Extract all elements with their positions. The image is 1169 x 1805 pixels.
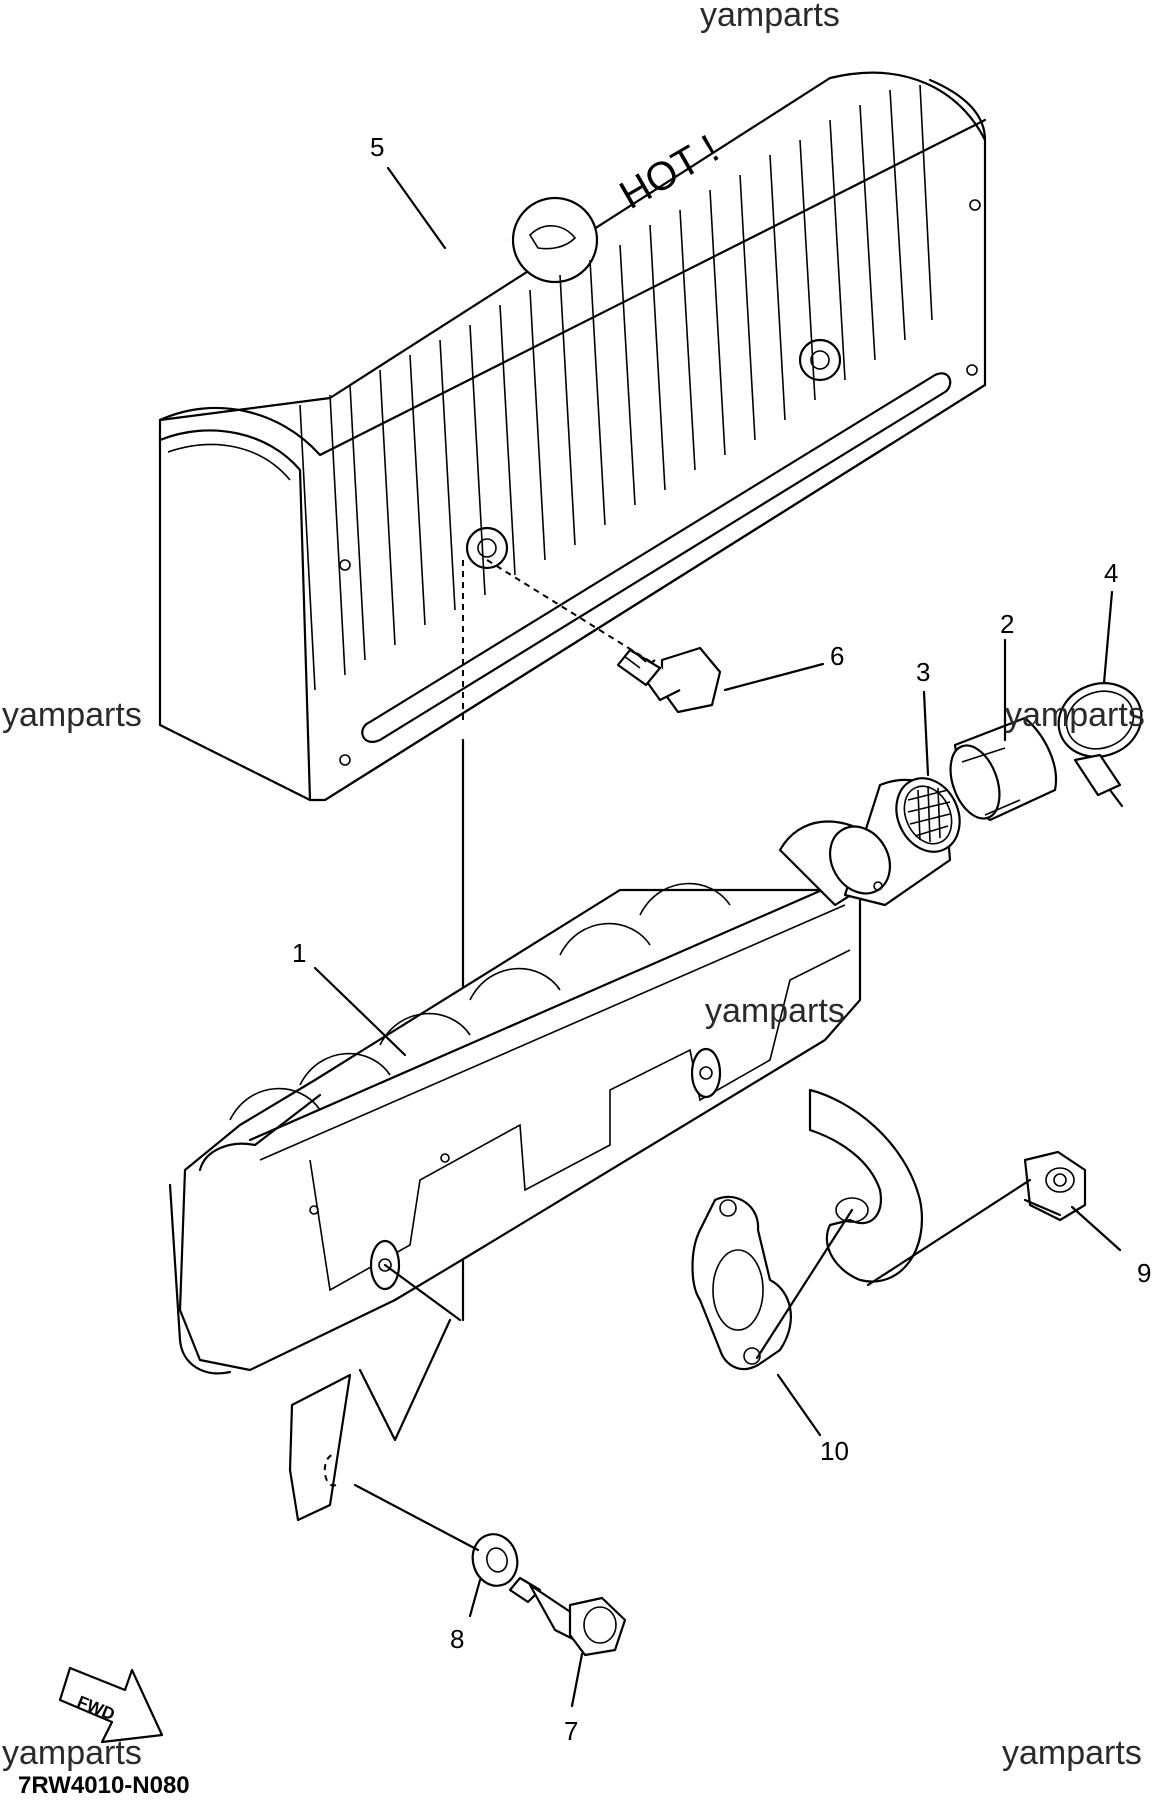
- callout-10: 10: [820, 1436, 849, 1466]
- callout-2: 2: [1000, 609, 1014, 639]
- callout-3: 3: [916, 657, 930, 687]
- watermark-bottom-right: yamparts: [1002, 1734, 1142, 1772]
- callout-4: 4: [1104, 558, 1118, 588]
- cover-cooling-fins: [299, 84, 933, 691]
- leader-lines: [313, 166, 1122, 1708]
- part-2-arrester-sleeve: [949, 716, 1058, 822]
- watermark-top: yamparts: [700, 0, 840, 34]
- callout-6: 6: [830, 641, 844, 671]
- callout-7: 7: [564, 1716, 578, 1746]
- part-10-gasket: [691, 1195, 792, 1371]
- fwd-direction-arrow: FWD: [58, 1666, 164, 1744]
- callout-8: 8: [450, 1624, 464, 1654]
- part-9-nut: [1023, 1150, 1087, 1222]
- callout-5: 5: [370, 132, 384, 162]
- watermark-bottom-left: yamparts: [2, 1734, 142, 1772]
- diagram-code: 7RW4010-N080: [18, 1772, 190, 1799]
- part-1-muffler: [168, 778, 952, 1522]
- part-6-bolt: [486, 559, 722, 714]
- part-3-screen: [895, 777, 961, 853]
- callout-9: 9: [1137, 1258, 1151, 1288]
- part-5-heat-cover: HOT !: [158, 71, 987, 802]
- watermark-right: yamparts: [1005, 696, 1145, 734]
- watermark-left: yamparts: [2, 696, 142, 734]
- callout-1: 1: [292, 938, 306, 968]
- part-7-bolt: [508, 1576, 627, 1657]
- part-8-washer: [471, 1533, 519, 1587]
- watermark-center: yamparts: [705, 992, 845, 1030]
- part-4-clamp: [1057, 682, 1143, 808]
